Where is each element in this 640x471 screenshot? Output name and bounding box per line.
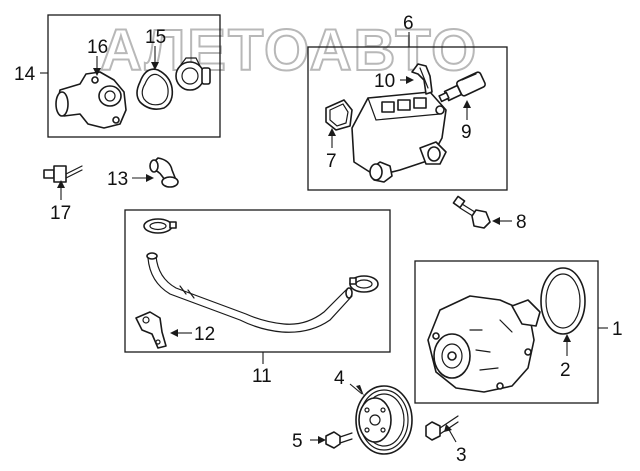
leader-13-arrow [146, 174, 154, 182]
housing-bolt [452, 195, 491, 229]
callout-2: 2 [560, 360, 571, 381]
leader-12-arrow [170, 329, 178, 337]
hose-clamp-lower [349, 275, 379, 293]
callout-8: 8 [516, 212, 527, 233]
coolant-hose [146, 252, 353, 333]
water-pump [427, 295, 541, 393]
callout-5: 5 [292, 431, 303, 452]
hose-bracket [135, 311, 167, 349]
callout-3: 3 [456, 445, 467, 466]
leader-4 [349, 383, 363, 395]
callout-12: 12 [194, 324, 215, 345]
leader-8-arrow [492, 217, 500, 225]
callout-6: 6 [403, 13, 414, 34]
hose-clamp-upper [143, 218, 177, 234]
leader-4-arrow [356, 385, 364, 396]
leader-17-arrow [57, 180, 65, 188]
callout-16: 16 [87, 37, 108, 58]
callout-10: 10 [374, 71, 395, 92]
callout-9: 9 [461, 122, 472, 143]
callout-4: 4 [334, 368, 345, 389]
thermostat-housing [55, 71, 127, 129]
callout-15: 15 [145, 27, 166, 48]
leader-7-arrow [328, 128, 336, 136]
leader-3-arrow [444, 424, 452, 432]
leader-16-arrow [93, 68, 101, 76]
coolant-elbow [149, 157, 179, 188]
group-box-1 [414, 260, 599, 404]
bleeder-screw [43, 165, 83, 183]
water-outlet-housing [351, 91, 447, 183]
pump-bolt [425, 415, 459, 441]
leader-10-arrow [406, 76, 414, 84]
group-box-11 [124, 209, 391, 353]
leader-15-arrow [151, 62, 159, 70]
sensor-clip [411, 63, 433, 95]
thermostat [175, 57, 211, 91]
leader-5-arrow [318, 436, 326, 444]
pump-o-ring [540, 267, 586, 335]
water-pump-pulley [355, 385, 413, 455]
callout-17: 17 [50, 203, 71, 224]
leader-9-arrow [463, 100, 471, 108]
callout-7: 7 [326, 151, 337, 172]
group-box-6 [307, 46, 508, 191]
callout-14: 14 [14, 64, 36, 85]
callout-11: 11 [252, 366, 272, 387]
pulley-bolt [325, 431, 353, 449]
leader-2-arrow [563, 334, 571, 342]
callout-13: 13 [107, 169, 128, 190]
callout-1: 1 [612, 319, 623, 340]
group-box-14 [47, 14, 221, 138]
coolant-temperature-sensor [438, 71, 486, 103]
